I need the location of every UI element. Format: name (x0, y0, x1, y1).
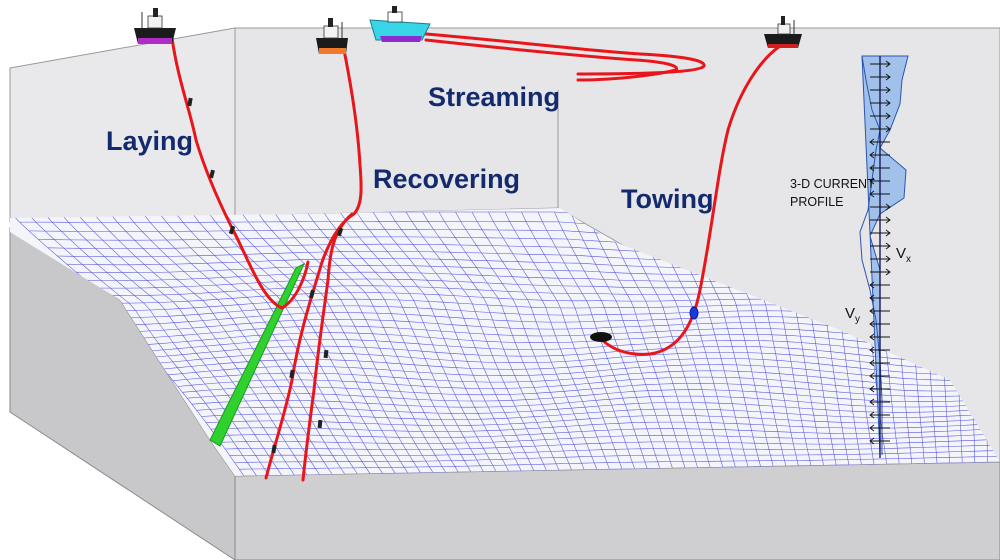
streaming-cable-lower (424, 38, 679, 82)
arrow-icon (870, 86, 891, 94)
arrow-icon (870, 99, 891, 107)
arrow-icon (870, 125, 891, 133)
recovering-label: Recovering (373, 164, 520, 194)
towing-label: Towing (621, 184, 713, 214)
laying-cable (170, 36, 310, 310)
buoy-icon (689, 306, 699, 320)
streaming-label: Streaming (428, 82, 560, 112)
arrow-icon (869, 385, 890, 393)
arrow-icon (870, 73, 891, 81)
arrow-icon (869, 411, 890, 419)
arrow-icon (870, 216, 891, 224)
arrow-icon (870, 60, 891, 68)
cable-connectors (187, 97, 344, 454)
arrow-icon (869, 307, 890, 315)
ship-icon (316, 18, 348, 54)
arrow-icon (870, 229, 891, 237)
towed-body-icon (590, 332, 612, 342)
current-profile (859, 55, 909, 458)
laying-label: Laying (106, 126, 193, 156)
ship-icon (134, 8, 176, 44)
arrow-icon (869, 281, 890, 289)
vy-label: Vy (845, 305, 860, 325)
laid-cable-trench (209, 262, 306, 447)
arrow-icon (869, 398, 890, 406)
arrow-icon (869, 346, 890, 354)
recovering-cable-a (264, 48, 363, 480)
arrow-icon (869, 359, 890, 367)
current-arrows (869, 60, 891, 445)
arrow-icon (870, 255, 891, 263)
arrow-icon (869, 372, 890, 380)
current-profile-subtitle: PROFILE (790, 195, 844, 209)
current-profile-title: 3-D CURRENT (790, 177, 875, 191)
ship-icon (369, 6, 431, 42)
arrow-icon (870, 242, 891, 250)
arrow-icon (870, 203, 891, 211)
front-cross-section (234, 461, 1000, 560)
arrow-icon (869, 164, 890, 172)
arrow-icon (869, 190, 890, 198)
arrow-icon (869, 151, 890, 159)
arrow-icon (869, 437, 890, 445)
ship-icon (764, 16, 802, 48)
arrow-icon (870, 268, 891, 276)
recovering-cable-b (301, 212, 354, 482)
arrow-icon (869, 294, 890, 302)
towing-cable (598, 44, 782, 356)
arrow-icon (869, 333, 890, 341)
arrow-icon (869, 424, 890, 432)
arrow-icon (869, 320, 890, 328)
back-wall-left (9, 27, 236, 223)
cables (170, 32, 782, 482)
vx-label: Vx (896, 245, 911, 265)
arrow-icon (869, 138, 890, 146)
arrow-icon (870, 112, 891, 120)
arrow-icon (869, 177, 890, 185)
